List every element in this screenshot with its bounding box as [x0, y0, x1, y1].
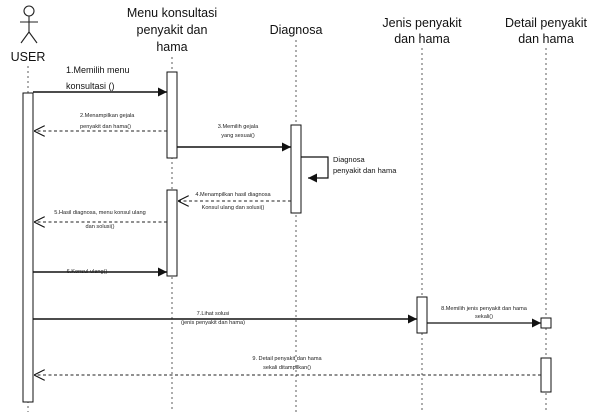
message-3-label-line2: yang sesuai() [221, 133, 255, 139]
message-2-label-line2: penyakit dan hama() [80, 124, 131, 130]
message-5: 5.Hasil diagnosa, menu konsul ulang dan … [34, 210, 167, 230]
actor-icon [20, 5, 38, 44]
participant-detail-label-line1: Detail penyakit [505, 16, 588, 30]
message-9-label-line1: 9. Detail penyakit dan hama [252, 356, 322, 362]
participant-diagnosa-label: Diagnosa [270, 23, 323, 37]
message-6-label: 6.Konsul ulang() [67, 269, 108, 275]
activation-menu-2 [166, 189, 178, 277]
self-message-diagnosa: Diagnosa penyakit dan hama [301, 155, 397, 183]
message-4: 4.Menampilkan hasil diagnosa Konsul ulan… [178, 192, 291, 211]
participant-detail: Detail penyakit dan hama [505, 16, 588, 46]
message-3-label-line1: 3.Memilih gejala [218, 124, 259, 130]
message-8: 8.Memilih jenis penyakit dan hama sekali… [427, 306, 541, 328]
activation-detail-2 [540, 357, 552, 393]
message-1-label-line1: 1.Memilih menu [66, 65, 130, 75]
message-7-label-line1: 7.Lihat solusi [197, 311, 230, 317]
message-6: 6.Konsul ulang() [33, 267, 167, 277]
activation-user [22, 92, 34, 403]
participant-user-label: USER [11, 50, 46, 64]
message-9-label-line2: sekali ditampilkan() [263, 365, 311, 371]
participant-menu-label-line1: Menu konsultasi [127, 6, 217, 20]
participant-jenis-label-line1: Jenis penyakit [382, 16, 462, 30]
message-4-label-line1: 4.Menampilkan hasil diagnosa [195, 192, 271, 198]
activation-menu-1 [166, 71, 178, 159]
activation-detail-1 [540, 317, 552, 329]
participant-menu-label-line3: hama [156, 40, 187, 54]
message-8-label-line2: sekali() [475, 314, 493, 320]
message-5-label-line1: 5.Hasil diagnosa, menu konsul ulang [54, 210, 145, 216]
participant-menu: Menu konsultasi penyakit dan hama [127, 6, 217, 54]
message-8-label-line1: 8.Memilih jenis penyakit dan hama [441, 306, 528, 312]
participant-menu-label-line2: penyakit dan [137, 23, 208, 37]
message-3: 3.Memilih gejala yang sesuai() [177, 124, 291, 152]
message-7-label-line2: (jenis penyakit dan hama) [181, 320, 245, 326]
participant-diagnosa: Diagnosa [270, 23, 323, 37]
message-7: 7.Lihat solusi (jenis penyakit dan hama) [33, 311, 417, 326]
message-1: 1.Memilih menu konsultasi () [33, 65, 167, 97]
message-2-label-line1: 2.Menampilkan gejala [80, 113, 135, 119]
self-message-arrow [301, 156, 329, 183]
message-2: 2.Menampilkan gejala penyakit dan hama() [34, 113, 167, 131]
activation-diagnosa [290, 124, 302, 214]
participant-user: USER [11, 5, 46, 64]
message-1-label-line2: konsultasi () [66, 81, 115, 91]
activation-jenis [416, 296, 428, 334]
participant-detail-label-line2: dan hama [518, 32, 574, 46]
self-message-label-line1: Diagnosa [333, 155, 366, 164]
message-5-label-line2: dan solusi() [86, 224, 115, 230]
participant-jenis: Jenis penyakit dan hama [382, 16, 462, 46]
participant-jenis-label-line2: dan hama [394, 32, 450, 46]
self-message-label-line2: penyakit dan hama [333, 166, 397, 175]
message-9: 9. Detail penyakit dan hama sekali ditam… [34, 356, 541, 375]
message-4-label-line2: Konsul ulang dan solusi() [202, 205, 265, 211]
